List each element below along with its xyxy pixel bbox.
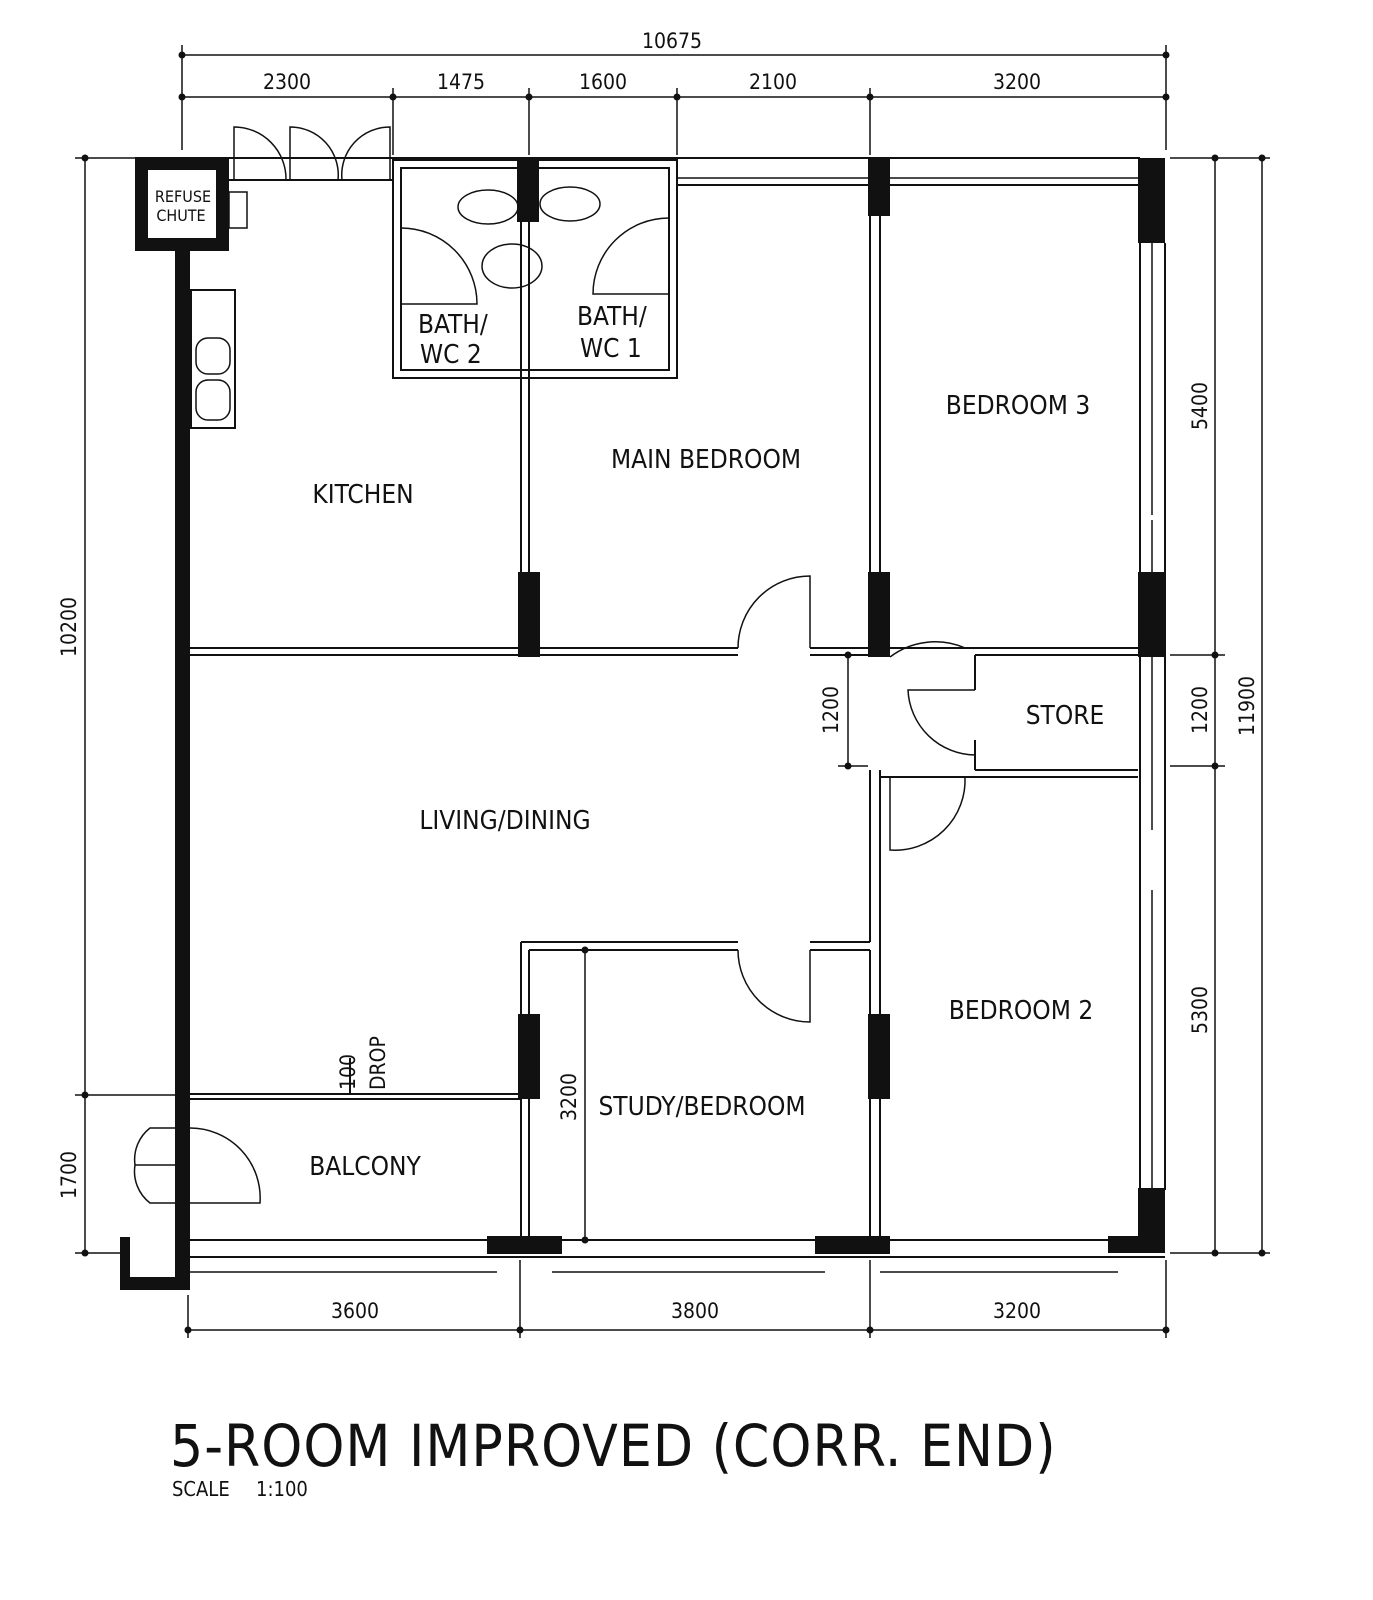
label-living-dining: LIVING/DINING [419, 806, 590, 836]
drop-value: 100 [336, 1054, 360, 1090]
plan-title: 5-ROOM IMPROVED (CORR. END) [170, 1412, 1057, 1480]
label-balcony: BALCONY [309, 1152, 421, 1182]
dim-top-1: 1475 [437, 70, 485, 94]
room-labels: REFUSE CHUTE BATH/ WC 2 BATH/ WC 1 KITCH… [155, 187, 1104, 1182]
dim-bottom-2: 3200 [993, 1299, 1041, 1323]
dim-top-0: 2300 [263, 70, 311, 94]
dim-overall-depth: 11900 [1235, 676, 1259, 736]
drop-label: DROP [366, 1036, 390, 1090]
label-store: STORE [1026, 701, 1105, 731]
label-bath-wc2-2: WC 2 [420, 340, 482, 370]
label-bath-wc1-1: BATH/ [577, 302, 647, 332]
label-main-bedroom: MAIN BEDROOM [611, 445, 801, 475]
dim-right-1: 1200 [1188, 686, 1212, 734]
right-dimensions: 5400 1200 5300 11900 [1170, 154, 1270, 1257]
label-refuse-chute-2: CHUTE [156, 206, 205, 225]
dim-top-3: 2100 [749, 70, 797, 94]
label-bedroom-2: BEDROOM 2 [949, 996, 1093, 1026]
label-bedroom-3: BEDROOM 3 [946, 391, 1090, 421]
top-dimensions: 10675 2300 1475 1600 2100 3200 [178, 29, 1170, 155]
dim-top-2: 1600 [579, 70, 627, 94]
bottom-dimensions: 3600 3800 3200 [184, 1260, 1170, 1338]
dim-bottom-1: 3800 [671, 1299, 719, 1323]
label-study-bedroom: STUDY/BEDROOM [598, 1092, 805, 1122]
dim-bottom-0: 3600 [331, 1299, 379, 1323]
label-kitchen: KITCHEN [312, 480, 413, 510]
dim-top-4: 3200 [993, 70, 1041, 94]
dim-right-0: 5400 [1188, 382, 1212, 430]
scale-label: SCALE [172, 1477, 230, 1501]
dim-interior-corridor: 1200 [819, 686, 843, 734]
dim-left-0: 10200 [57, 597, 81, 657]
walls [120, 126, 1166, 1290]
label-refuse-chute-1: REFUSE [155, 187, 211, 206]
dim-study-depth: 3200 [557, 1073, 581, 1121]
dim-right-2: 5300 [1188, 986, 1212, 1034]
label-bath-wc2-1: BATH/ [418, 310, 488, 340]
left-dimensions: 10200 1700 [57, 154, 175, 1257]
dim-left-1: 1700 [57, 1151, 81, 1199]
dim-overall-width: 10675 [642, 29, 702, 53]
scale-value: 1:100 [256, 1477, 308, 1501]
label-bath-wc1-2: WC 1 [580, 334, 642, 364]
